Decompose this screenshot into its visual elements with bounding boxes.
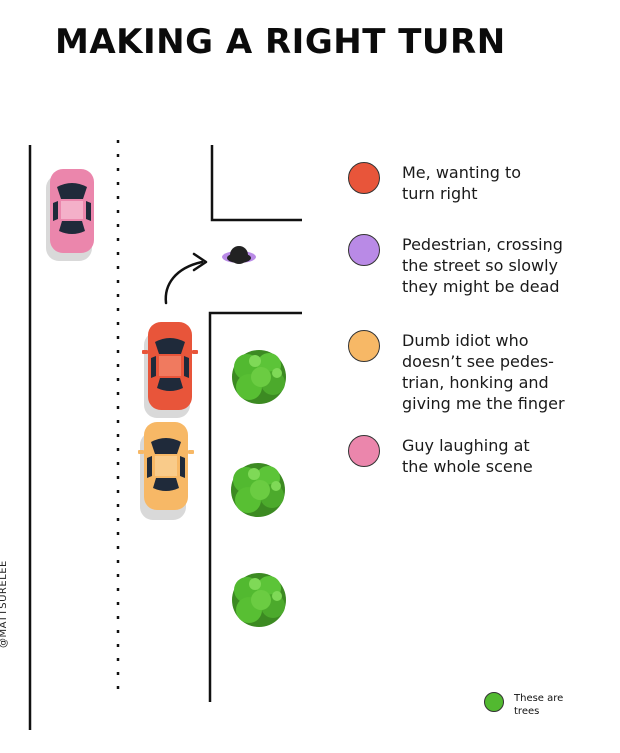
tree-icon (232, 350, 286, 404)
legend-dot-laugher (348, 435, 380, 467)
legend-dot-honker (348, 330, 380, 362)
legend-dot-pedestrian (348, 234, 380, 266)
tree-icon (232, 573, 286, 627)
legend-dot-me (348, 162, 380, 194)
legend-label-laugher: Guy laughing at the whole scene (402, 436, 533, 476)
tree-icon (231, 463, 285, 517)
legend-label-me: Me, wanting to turn right (402, 163, 522, 203)
trees-note: These are trees (484, 692, 563, 718)
legend-item-me: Me, wanting to turn right (348, 162, 592, 204)
legend-item-honker: Dumb idiot who doesn’t see pedes- trian,… (348, 330, 592, 414)
legend-item-laugher: Guy laughing at the whole scene (348, 435, 592, 477)
legend-label-honker: Dumb idiot who doesn’t see pedes- trian,… (402, 331, 565, 413)
credit-handle: @MATTSURELEE (0, 560, 9, 648)
legend-item-pedestrian: Pedestrian, crossing the street so slowl… (348, 234, 592, 297)
legend-label-pedestrian: Pedestrian, crossing the street so slowl… (402, 235, 563, 296)
car-icon-pink (46, 169, 94, 261)
trees-dot (484, 692, 504, 712)
turn-arrow-icon (164, 252, 208, 305)
curb-bottom-corner (208, 311, 302, 702)
car-icon-orange (138, 422, 194, 520)
pedestrian-icon (222, 246, 256, 264)
page-title: MAKING A RIGHT TURN (55, 22, 506, 62)
trees-note-label: These are trees (514, 693, 564, 717)
car-icon-red (142, 322, 198, 418)
curb-top-corner (210, 145, 302, 222)
